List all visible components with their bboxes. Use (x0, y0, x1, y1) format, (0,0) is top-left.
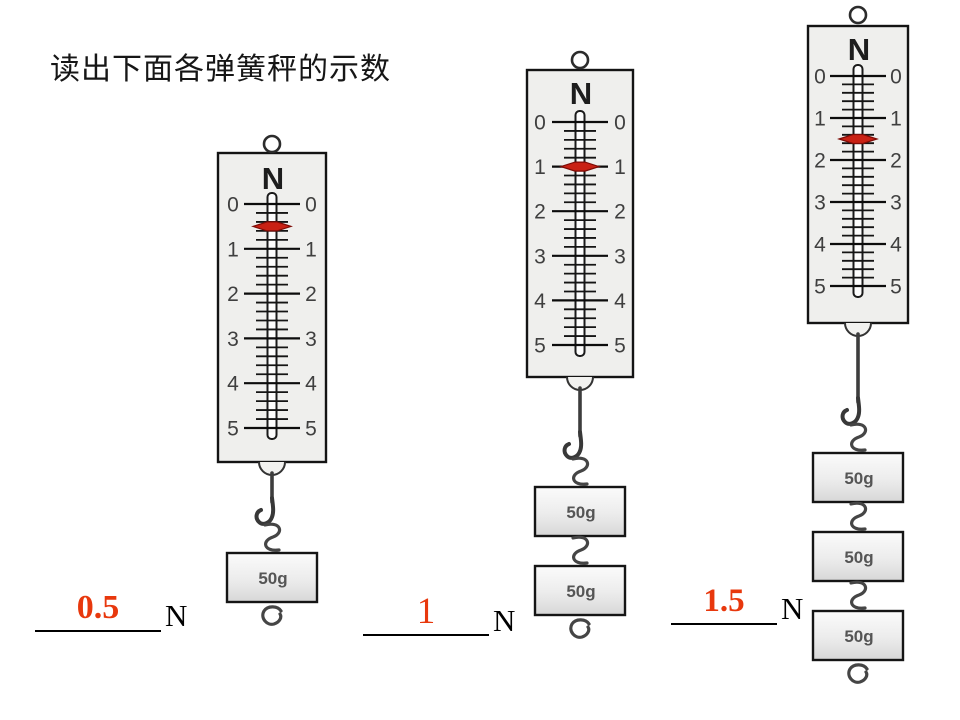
weight-block (811, 451, 905, 504)
weight-block (533, 485, 627, 538)
tick-label-left-0: 0 (814, 66, 826, 89)
page-title: 读出下面各弹簧秤的示数 (50, 53, 391, 86)
s-hook-connector (571, 535, 590, 565)
answer-value-2: 1 (416, 591, 436, 632)
tick-label-left-5: 5 (227, 418, 239, 441)
tick-label-right-4: 4 (614, 290, 626, 313)
hanging-ring (262, 134, 282, 154)
weight-block (533, 564, 627, 617)
tick-label-left-0: 0 (534, 112, 546, 135)
tick-label-right-5: 5 (890, 276, 902, 299)
weight-label: 50g (844, 548, 873, 567)
answer-line-2: 1 (363, 592, 489, 636)
weight-bottom-hook (261, 605, 283, 626)
tick-label-left-2: 2 (227, 283, 239, 306)
tick-label-left-3: 3 (227, 328, 239, 351)
pointer-marker (559, 161, 601, 172)
tick-label-right-5: 5 (305, 418, 317, 441)
unit-label: N (262, 161, 284, 196)
tick-label-left-2: 2 (814, 150, 826, 173)
tick-label-right-1: 1 (305, 238, 317, 261)
unit-label: N (848, 32, 870, 67)
s-hook-connector (571, 456, 590, 486)
weight-block (811, 609, 905, 662)
spring-scale-3: N0 0 1 1 2 2 3 3 4 4 5 5 50g 50g 50g (806, 5, 910, 684)
tick-label-left-1: 1 (814, 108, 826, 131)
unit-label: N (570, 76, 592, 111)
tick-label-left-4: 4 (534, 290, 546, 313)
scale-hook (562, 430, 584, 460)
spring-scale-1: N0 0 1 1 2 2 3 3 4 4 5 5 50g (216, 134, 328, 626)
tick-label-left-5: 5 (534, 335, 546, 358)
weight-bottom-hook (569, 618, 591, 639)
tick-label-right-4: 4 (305, 373, 317, 396)
tick-label-left-0: 0 (227, 194, 239, 217)
tick-label-right-2: 2 (890, 150, 902, 173)
tick-label-left-1: 1 (227, 238, 239, 261)
tick-label-left-5: 5 (814, 276, 826, 299)
tick-label-left-3: 3 (534, 245, 546, 268)
pointer-marker (837, 133, 879, 145)
answer-line-1: 0.5 (35, 588, 161, 632)
weight-block (811, 530, 905, 583)
tick-label-right-5: 5 (614, 335, 626, 358)
tick-label-right-2: 2 (305, 283, 317, 306)
s-hook-connector (849, 422, 868, 452)
answer-value-1: 0.5 (76, 589, 120, 626)
scale-hook (840, 396, 862, 426)
tick-label-left-3: 3 (814, 192, 826, 215)
tick-label-right-3: 3 (614, 245, 626, 268)
tick-label-right-1: 1 (614, 156, 626, 179)
pointer-marker (251, 221, 293, 232)
weight-label: 50g (566, 503, 595, 522)
answer-value-3: 1.5 (703, 583, 745, 619)
tick-label-left-1: 1 (534, 156, 546, 179)
s-hook-connector (849, 501, 868, 531)
tick-label-left-4: 4 (814, 234, 826, 257)
answer-unit-2: N (493, 603, 516, 638)
s-hook-connector (849, 580, 868, 610)
tick-label-left-4: 4 (227, 373, 239, 396)
tick-label-right-0: 0 (614, 112, 626, 135)
tick-label-right-2: 2 (614, 201, 626, 224)
hanging-ring (848, 5, 868, 25)
answer-unit-3: N (781, 591, 804, 626)
tick-label-right-3: 3 (890, 192, 902, 215)
tick-label-right-0: 0 (890, 66, 902, 89)
spring-rod (852, 64, 864, 298)
hanging-ring (570, 50, 590, 70)
scale-hook (254, 496, 276, 526)
weight-label: 50g (258, 569, 287, 588)
tick-label-right-0: 0 (305, 194, 317, 217)
tick-label-right-3: 3 (305, 328, 317, 351)
answer-line-3: 1.5 (671, 581, 777, 625)
spring-rod (574, 110, 586, 357)
weight-block (225, 551, 319, 604)
tick-label-right-1: 1 (890, 108, 902, 131)
answer-1: 0.5 N (35, 588, 188, 633)
answer-3: 1.5 N (671, 581, 804, 626)
weight-label: 50g (844, 469, 873, 488)
weight-label: 50g (566, 582, 595, 601)
weight-label: 50g (844, 627, 873, 646)
answer-unit-1: N (165, 598, 188, 633)
tick-label-right-4: 4 (890, 234, 902, 257)
s-hook-connector (263, 522, 282, 552)
weight-bottom-hook (847, 663, 869, 684)
tick-label-left-2: 2 (534, 201, 546, 224)
spring-rod (266, 192, 278, 440)
